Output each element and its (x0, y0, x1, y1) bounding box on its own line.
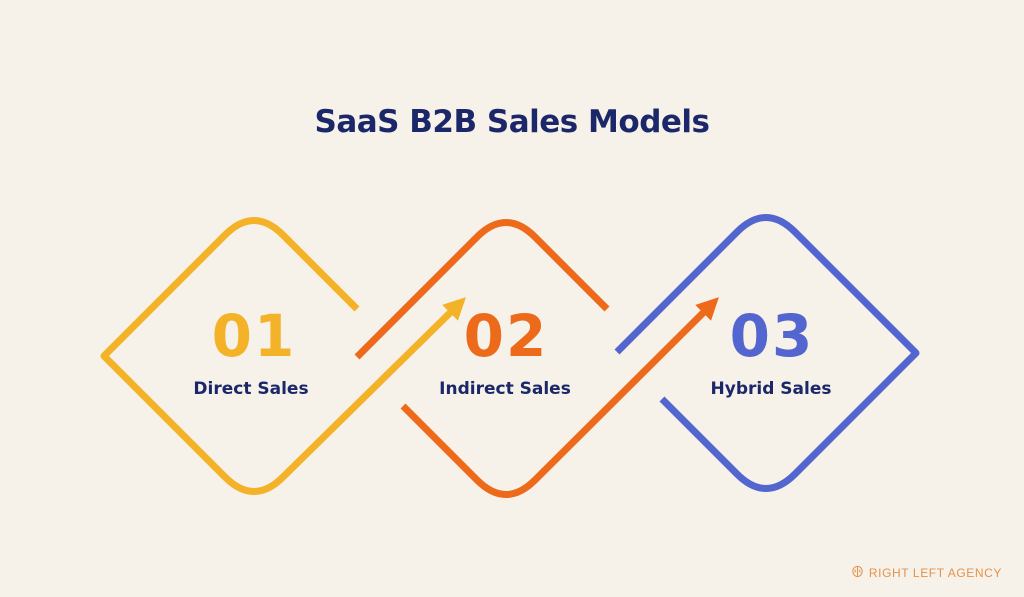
page-title: SaaS B2B Sales Models (314, 104, 710, 140)
brain-icon (851, 565, 864, 581)
step-2-label: Indirect Sales (439, 379, 571, 399)
step-3-label: Hybrid Sales (711, 379, 832, 399)
brand-logo: RIGHT LEFT AGENCY (851, 565, 1002, 581)
step-2-diamond-lower (400, 297, 719, 498)
step-3-diamond (614, 214, 920, 492)
step-2-number: 02 (464, 302, 549, 370)
step-1-number: 01 (212, 302, 297, 370)
step-2-diamond (354, 219, 610, 360)
step-3-number: 03 (730, 302, 815, 370)
step-1-diamond (100, 217, 466, 495)
step-1-label: Direct Sales (193, 379, 308, 399)
brand-name: RIGHT LEFT AGENCY (868, 566, 1002, 580)
